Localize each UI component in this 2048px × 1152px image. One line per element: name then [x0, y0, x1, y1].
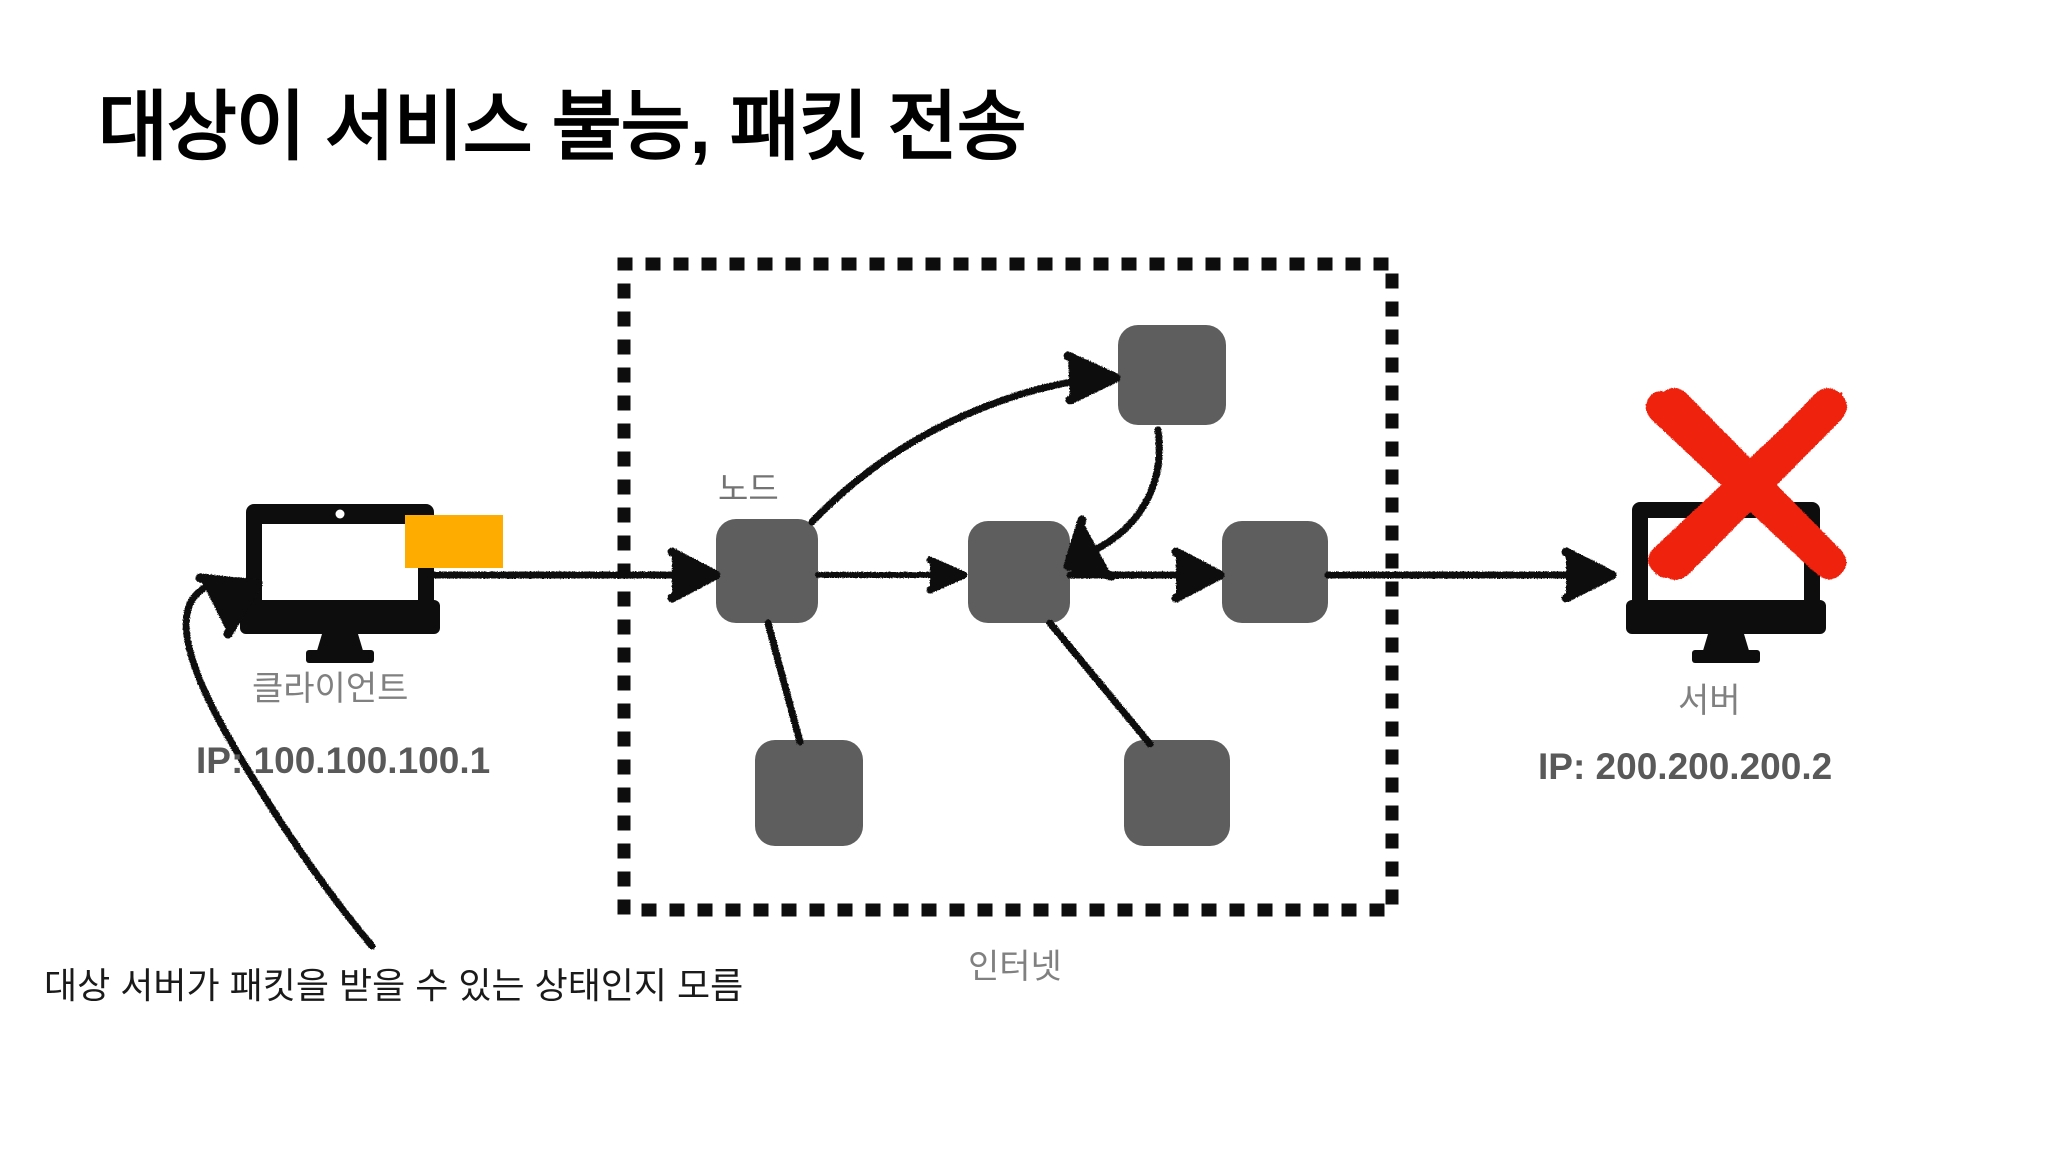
node-middle — [968, 521, 1070, 623]
page-title: 대상이 서비스 불능, 패킷 전송 — [98, 85, 1027, 170]
internet-node-group — [716, 325, 1328, 846]
client-ip-address: IP: 100.100.100.1 — [196, 740, 491, 781]
server-ip-address: IP: 200.200.200.2 — [1538, 746, 1833, 787]
node-label: 노드 — [718, 470, 779, 507]
internet-label: 인터넷 — [968, 948, 1062, 986]
client-orange-badge — [405, 515, 503, 568]
node-top — [1118, 325, 1226, 425]
arrow-client-to-internet-head — [667, 547, 721, 603]
client-label: 클라이언트 — [252, 670, 409, 708]
arrow-entry-to-top-head — [1063, 351, 1121, 405]
red-x-mark-icon — [1645, 387, 1847, 580]
caption-text: 대상 서버가 패킷을 받을 수 있는 상태인지 모름 — [44, 965, 744, 1006]
internet-boundary-box — [617, 257, 1399, 917]
server-label: 서버 — [1678, 682, 1741, 720]
arrow-exit-to-server-head — [1561, 547, 1617, 603]
caption-curved-arrow — [182, 573, 376, 950]
arrow-middle-to-exit-head — [1171, 547, 1225, 603]
flow-arrows — [430, 351, 1617, 748]
link-entry-to-lower-left — [764, 619, 804, 746]
node-lower-left — [755, 740, 863, 846]
node-entry — [716, 519, 818, 623]
link-middle-to-lower-right — [1046, 619, 1154, 748]
node-lower-right — [1124, 740, 1230, 846]
node-exit — [1222, 521, 1328, 623]
arrow-entry-to-top-line — [808, 374, 1110, 526]
arrow-top-to-middle-line — [1078, 426, 1163, 560]
client-monitor-icon — [240, 504, 440, 663]
arrow-entry-to-middle-head — [926, 556, 968, 594]
caption-curved-arrow-head — [195, 573, 263, 639]
